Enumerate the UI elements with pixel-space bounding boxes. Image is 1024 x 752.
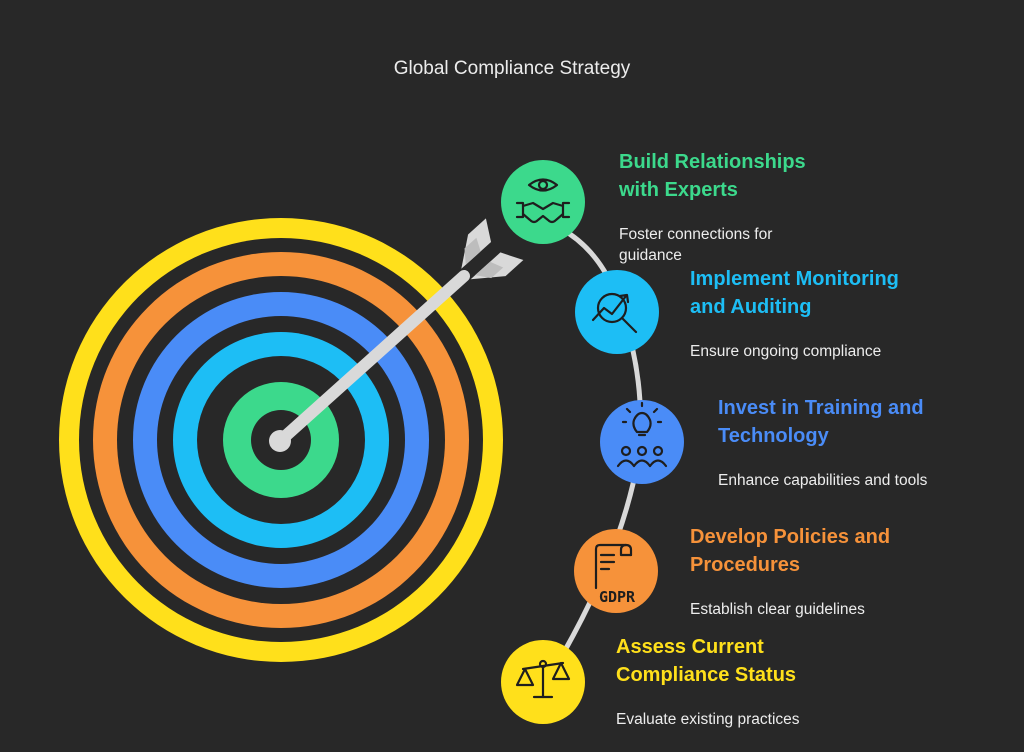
step-title-line: Compliance Status	[616, 664, 797, 686]
step-desc-line: Evaluate existing practices	[616, 711, 800, 728]
step-title-line: Develop Policies and	[690, 526, 891, 548]
step-circle-assess-status	[501, 640, 585, 724]
step-title-line: Implement Monitoring	[690, 268, 899, 290]
step-description: Evaluate existing practices	[616, 709, 936, 730]
step-invest-training: Invest in Training and Technology Enhanc…	[718, 394, 1024, 491]
step-desc-line: Foster connections for	[619, 226, 773, 243]
step-build-relationships: Build Relationships with Experts Foster …	[619, 148, 939, 266]
step-assess-status: Assess Current Compliance Status Evaluat…	[616, 633, 936, 730]
team-lightbulb-icon	[616, 401, 668, 468]
arrow-fletching	[461, 218, 524, 280]
step-title: Develop Policies and Procedures	[690, 523, 1010, 579]
handshake-eye-icon	[515, 178, 571, 224]
step-title: Assess Current Compliance Status	[616, 633, 936, 689]
step-develop-policies: Develop Policies and Procedures Establis…	[690, 523, 1010, 620]
gdpr-scroll-icon	[594, 543, 633, 590]
step-desc-line: Ensure ongoing compliance	[690, 343, 882, 360]
arrow	[269, 218, 524, 452]
step-description: Foster connections for guidance	[619, 224, 939, 266]
step-description: Enhance capabilities and tools	[718, 470, 1024, 491]
gdpr-icon-label: GDPR	[599, 588, 636, 606]
step-title-line: Invest in Training and	[718, 397, 924, 419]
step-implement-monitoring: Implement Monitoring and Auditing Ensure…	[690, 265, 1010, 362]
step-circle-implement-monitoring	[575, 270, 659, 354]
step-title-line: Build Relationships	[619, 151, 806, 173]
step-circle-build-relationships	[501, 160, 585, 244]
step-title-line: with Experts	[619, 179, 738, 201]
step-title: Implement Monitoring and Auditing	[690, 265, 1010, 321]
step-desc-line: guidance	[619, 247, 682, 264]
step-title: Invest in Training and Technology	[718, 394, 1024, 450]
step-circle-invest-training	[600, 400, 684, 484]
step-description: Ensure ongoing compliance	[690, 341, 1010, 362]
step-title-line: Assess Current	[616, 636, 764, 658]
step-desc-line: Enhance capabilities and tools	[718, 472, 928, 489]
page-title: Global Compliance Strategy	[393, 58, 631, 79]
arrow-shaft	[274, 270, 470, 447]
arrow-tip	[269, 430, 291, 452]
step-circle-develop-policies: GDPR	[574, 529, 658, 613]
step-description: Establish clear guidelines	[690, 599, 1010, 620]
step-title: Build Relationships with Experts	[619, 148, 939, 204]
step-title-line: Technology	[718, 425, 829, 447]
step-title-line: Procedures	[690, 554, 801, 576]
step-desc-line: Establish clear guidelines	[690, 601, 865, 618]
chart-magnifier-icon	[591, 292, 638, 334]
scales-icon	[515, 659, 571, 699]
step-title-line: and Auditing	[690, 296, 812, 318]
